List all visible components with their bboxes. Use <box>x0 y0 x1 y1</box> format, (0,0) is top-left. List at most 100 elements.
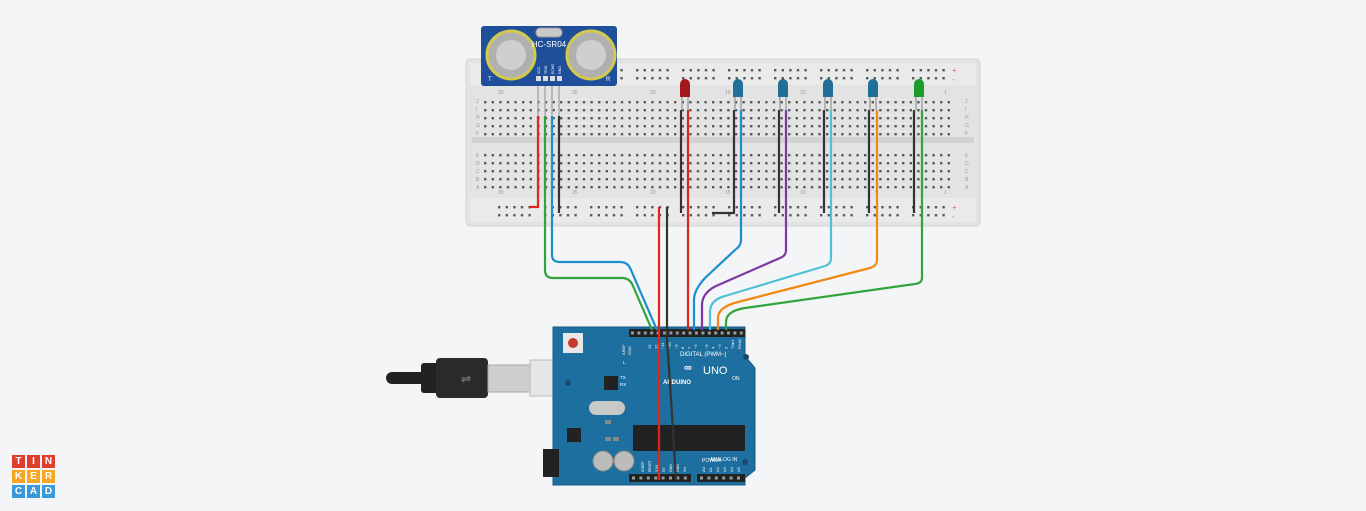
breadboard-hole[interactable] <box>835 77 838 80</box>
breadboard-hole[interactable] <box>810 117 814 120</box>
breadboard-hole[interactable] <box>590 133 593 136</box>
breadboard-hole[interactable] <box>552 117 555 120</box>
breadboard-hole[interactable] <box>750 170 753 173</box>
breadboard-hole[interactable] <box>833 101 836 104</box>
breadboard-hole[interactable] <box>620 133 624 136</box>
led-green[interactable] <box>914 79 924 110</box>
breadboard-hole[interactable] <box>491 154 494 157</box>
breadboard-hole[interactable] <box>750 101 753 104</box>
breadboard-hole[interactable] <box>567 109 570 112</box>
breadboard-hole[interactable] <box>772 125 776 128</box>
breadboard-hole[interactable] <box>742 186 745 189</box>
breadboard-hole[interactable] <box>743 69 746 72</box>
breadboard-hole[interactable] <box>666 109 669 112</box>
breadboard-hole[interactable] <box>643 154 646 157</box>
breadboard-hole[interactable] <box>522 162 525 165</box>
breadboard-hole[interactable] <box>795 133 798 136</box>
breadboard-hole[interactable] <box>590 101 593 104</box>
breadboard-hole[interactable] <box>514 101 517 104</box>
breadboard-hole[interactable] <box>598 186 601 189</box>
breadboard-hole[interactable] <box>850 77 853 80</box>
breadboard-hole[interactable] <box>514 154 517 157</box>
breadboard-hole[interactable] <box>818 170 821 173</box>
breadboard-hole[interactable] <box>582 117 586 120</box>
breadboard-hole[interactable] <box>628 162 631 165</box>
breadboard-hole[interactable] <box>651 117 654 120</box>
breadboard-hole[interactable] <box>924 101 928 104</box>
breadboard-hole[interactable] <box>734 154 738 157</box>
breadboard-hole[interactable] <box>704 186 707 189</box>
breadboard-hole[interactable] <box>803 133 806 136</box>
breadboard-hole[interactable] <box>826 101 829 104</box>
breadboard-hole[interactable] <box>902 109 905 112</box>
breadboard-hole[interactable] <box>666 101 669 104</box>
breadboard-hole[interactable] <box>689 206 692 209</box>
breadboard-hole[interactable] <box>917 101 920 104</box>
breadboard-hole[interactable] <box>513 206 516 209</box>
breadboard-hole[interactable] <box>942 214 945 217</box>
breadboard-hole[interactable] <box>636 186 639 189</box>
breadboard-hole[interactable] <box>567 170 570 173</box>
breadboard-hole[interactable] <box>856 117 859 120</box>
breadboard-hole[interactable] <box>613 109 616 112</box>
breadboard-hole[interactable] <box>658 133 662 136</box>
breadboard-hole[interactable] <box>896 77 899 80</box>
breadboard-hole[interactable] <box>835 69 838 72</box>
breadboard-hole[interactable] <box>818 133 821 136</box>
breadboard-hole[interactable] <box>902 162 905 165</box>
breadboard-hole[interactable] <box>598 125 601 128</box>
breadboard-hole[interactable] <box>841 186 844 189</box>
breadboard-hole[interactable] <box>856 133 859 136</box>
breadboard-hole[interactable] <box>651 178 654 181</box>
header-pin[interactable] <box>707 331 711 335</box>
breadboard-hole[interactable] <box>712 178 715 181</box>
breadboard-hole[interactable] <box>651 69 654 72</box>
breadboard-hole[interactable] <box>742 178 745 181</box>
breadboard-hole[interactable] <box>765 109 768 112</box>
breadboard-hole[interactable] <box>743 214 746 217</box>
breadboard-hole[interactable] <box>598 101 601 104</box>
breadboard-hole[interactable] <box>658 170 662 173</box>
breadboard-hole[interactable] <box>902 133 905 136</box>
breadboard-hole[interactable] <box>491 178 494 181</box>
header-pin[interactable] <box>675 331 679 335</box>
breadboard-hole[interactable] <box>940 162 943 165</box>
breadboard-hole[interactable] <box>643 162 646 165</box>
breadboard-hole[interactable] <box>727 133 730 136</box>
breadboard-hole[interactable] <box>605 214 608 217</box>
breadboard-hole[interactable] <box>499 117 502 120</box>
breadboard-hole[interactable] <box>712 133 715 136</box>
breadboard-hole[interactable] <box>873 206 876 209</box>
breadboard-hole[interactable] <box>856 101 859 104</box>
breadboard-hole[interactable] <box>681 170 684 173</box>
breadboard-hole[interactable] <box>491 133 494 136</box>
breadboard-hole[interactable] <box>719 109 722 112</box>
breadboard-hole[interactable] <box>856 178 859 181</box>
breadboard-hole[interactable] <box>567 133 570 136</box>
breadboard-hole[interactable] <box>924 170 928 173</box>
breadboard-hole[interactable] <box>803 162 806 165</box>
breadboard-hole[interactable] <box>696 170 700 173</box>
breadboard-hole[interactable] <box>810 162 814 165</box>
breadboard-hole[interactable] <box>613 101 616 104</box>
breadboard-hole[interactable] <box>484 109 487 112</box>
breadboard-hole[interactable] <box>529 178 532 181</box>
breadboard-hole[interactable] <box>848 109 852 112</box>
breadboard-hole[interactable] <box>575 117 578 120</box>
breadboard-hole[interactable] <box>734 133 738 136</box>
breadboard-hole[interactable] <box>750 109 753 112</box>
breadboard-hole[interactable] <box>735 77 738 80</box>
breadboard-hole[interactable] <box>750 186 753 189</box>
breadboard-hole[interactable] <box>696 109 700 112</box>
breadboard-hole[interactable] <box>712 77 715 80</box>
breadboard-hole[interactable] <box>758 77 761 80</box>
breadboard-hole[interactable] <box>826 178 829 181</box>
breadboard-hole[interactable] <box>651 133 654 136</box>
breadboard-hole[interactable] <box>833 133 836 136</box>
breadboard-hole[interactable] <box>780 109 783 112</box>
breadboard-hole[interactable] <box>636 162 639 165</box>
breadboard-hole[interactable] <box>506 162 510 165</box>
header-pin[interactable] <box>637 331 641 335</box>
breadboard-hole[interactable] <box>575 109 578 112</box>
breadboard-hole[interactable] <box>917 170 920 173</box>
